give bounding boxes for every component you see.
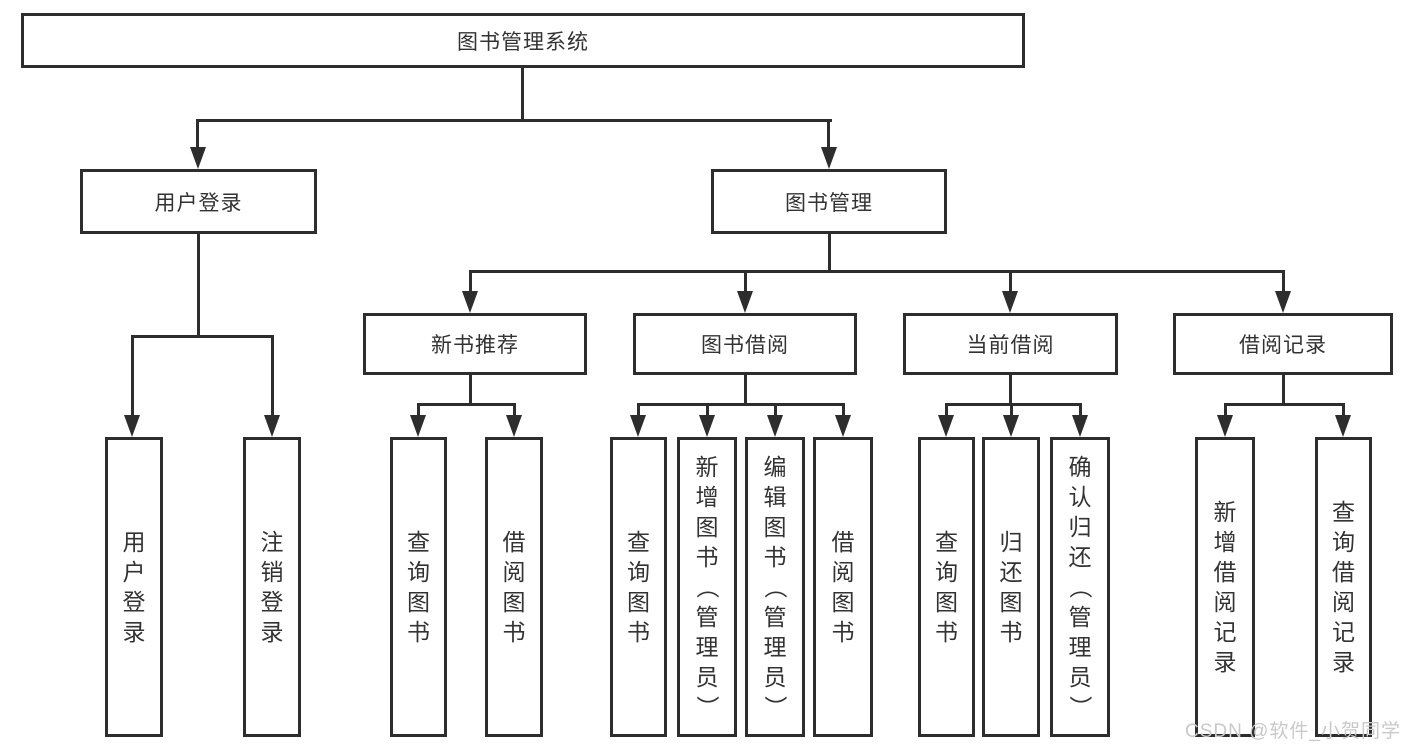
arrowhead-down-icon <box>630 415 646 437</box>
arrowhead-down-icon <box>1003 415 1019 437</box>
node-label: 新书推荐 <box>431 334 519 357</box>
csdn-watermark: CSDN @软件_小贺同学 <box>1185 721 1401 742</box>
leaf-label: 编辑图书（管理员） <box>762 454 788 719</box>
node-current-borrow: 当前借阅 <box>903 313 1118 375</box>
leaf-query-borrow-record: 查询借阅记录 <box>1315 437 1372 737</box>
connector-module-stem <box>1282 270 1285 291</box>
connector-login-stem <box>196 119 199 149</box>
leaf-label: 新增图书（管理员） <box>694 454 720 719</box>
arrowhead-down-icon <box>737 291 753 313</box>
leaf-add-books-admin: 新增图书（管理员） <box>677 437 737 737</box>
arrowhead-down-icon <box>767 415 783 437</box>
arrowhead-down-icon <box>835 415 851 437</box>
node-new-book-recommend: 新书推荐 <box>363 313 587 375</box>
node-label: 图书借阅 <box>701 334 789 357</box>
leaf-logout: 注销登录 <box>243 437 301 737</box>
connector-leaf-stem <box>706 403 709 415</box>
connector-leaf-stem <box>842 403 845 415</box>
connector-leaf-stem <box>637 403 640 415</box>
node-borrow-records: 借阅记录 <box>1173 313 1393 375</box>
leaf-add-borrow-record: 新增借阅记录 <box>1195 437 1255 737</box>
leaf-query-books: 查询图书 <box>918 437 975 737</box>
connector-module-stem <box>1009 270 1012 291</box>
leaf-label: 新增借阅记录 <box>1213 499 1237 675</box>
connector-current-down <box>1009 375 1012 405</box>
node-label: 当前借阅 <box>966 334 1055 357</box>
leaf-label: 借阅图书 <box>502 529 526 645</box>
leaf-borrow-books: 借阅图书 <box>813 437 873 737</box>
arrowhead-down-icon <box>821 147 837 169</box>
connector-leaf-stem <box>1010 403 1013 415</box>
connector-module-stem <box>744 270 747 291</box>
connector-records-down <box>1282 375 1285 405</box>
connector-records-hline <box>1224 403 1345 406</box>
arrowhead-down-icon <box>462 291 478 313</box>
connector-leaf-stem <box>1342 403 1345 415</box>
connector-current-hline <box>945 403 1082 406</box>
leaf-confirm-return-admin: 确认归还（管理员） <box>1050 437 1110 737</box>
connector-root-stem <box>521 68 524 119</box>
connector-leaf-stem <box>945 403 948 415</box>
connector-leaf-stem <box>417 403 420 415</box>
leaf-label: 确认归还（管理员） <box>1067 454 1093 719</box>
leaf-query-books: 查询图书 <box>390 437 447 737</box>
connector-management-down <box>828 234 831 272</box>
connector-borrow-hline <box>637 403 845 406</box>
arrowhead-down-icon <box>1275 291 1291 313</box>
leaf-borrow-books: 借阅图书 <box>485 437 543 737</box>
connector-leaf-stem <box>513 403 516 415</box>
connector-root-hline <box>196 119 832 122</box>
node-book-management: 图书管理 <box>711 169 947 234</box>
connector-login-down <box>197 234 200 335</box>
leaf-label: 用户登录 <box>122 529 146 645</box>
connector-leaf-stem <box>1224 403 1227 415</box>
connector-leaf-stem <box>131 335 134 415</box>
leaf-label: 归还图书 <box>999 529 1023 645</box>
connector-leaf-stem <box>271 335 274 415</box>
node-user-login-label: 用户登录 <box>154 191 243 215</box>
arrowhead-down-icon <box>1002 291 1018 313</box>
arrowhead-down-icon <box>264 415 280 437</box>
connector-leaf-stem <box>774 403 777 415</box>
leaf-label: 查询图书 <box>627 529 650 645</box>
node-user-login: 用户登录 <box>80 169 317 234</box>
leaf-query-books: 查询图书 <box>610 437 667 737</box>
connector-management-stem <box>827 119 830 149</box>
arrowhead-down-icon <box>124 415 140 437</box>
connector-leaf-stem <box>1079 403 1082 415</box>
node-label: 借阅记录 <box>1239 334 1327 357</box>
connector-management-hline <box>469 270 1285 273</box>
leaf-edit-books-admin: 编辑图书（管理员） <box>745 437 805 737</box>
leaf-label: 查询图书 <box>407 529 430 645</box>
arrowhead-down-icon <box>506 415 522 437</box>
arrowhead-down-icon <box>1335 415 1351 437</box>
leaf-return-books: 归还图书 <box>982 437 1040 737</box>
connector-module-stem <box>469 270 472 291</box>
connector-recommend-down <box>469 375 472 405</box>
arrowhead-down-icon <box>1217 415 1233 437</box>
node-book-borrow: 图书借阅 <box>633 313 857 375</box>
connector-login-hline <box>131 335 274 338</box>
arrowhead-down-icon <box>938 415 954 437</box>
arrowhead-down-icon <box>410 415 426 437</box>
arrowhead-down-icon <box>699 415 715 437</box>
leaf-label: 借阅图书 <box>831 529 855 645</box>
connector-recommend-hline <box>417 403 516 406</box>
connector-borrow-down <box>744 375 747 405</box>
arrowhead-down-icon <box>190 147 206 169</box>
node-root: 图书管理系统 <box>21 13 1025 68</box>
leaf-label: 查询借阅记录 <box>1332 499 1355 675</box>
node-root-label: 图书管理系统 <box>457 30 589 54</box>
leaf-label: 注销登录 <box>260 529 284 645</box>
leaf-label: 查询图书 <box>935 529 958 645</box>
leaf-user-login: 用户登录 <box>105 437 163 737</box>
node-book-management-label: 图书管理 <box>785 191 873 215</box>
arrowhead-down-icon <box>1072 415 1088 437</box>
